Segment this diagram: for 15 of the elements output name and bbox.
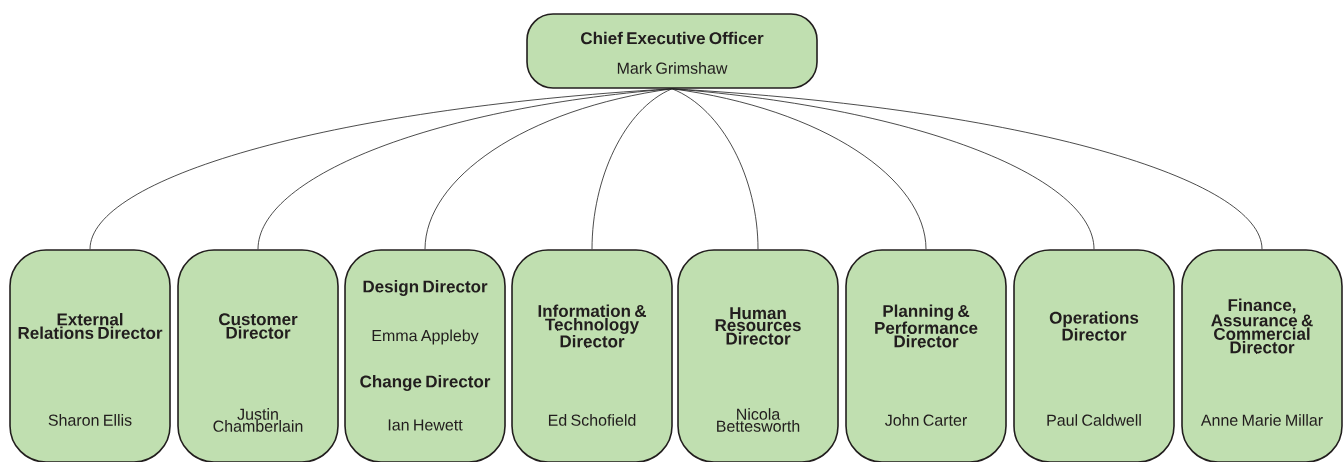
connector-line (424, 88, 673, 250)
director-box: External Relations Director Sharon Ellis (9, 249, 171, 462)
connector-line (591, 88, 673, 250)
director-box: Customer Director Justin Chamberlain (177, 249, 339, 462)
director-box: Design Director Emma Appleby Change Director Ian Hewett (344, 249, 506, 462)
connector-line (671, 88, 927, 250)
connector-line (671, 88, 1263, 250)
executive-box: Chief Executive Officer Mark Grimshaw (526, 13, 818, 89)
director-box: Planning & Performance Director John Carter (845, 249, 1007, 462)
director-box: Information & Technology Director Ed Schofield (511, 249, 673, 462)
connector-line (671, 88, 759, 250)
director-box: Finance, Assurance & Commercial Director Anne Marie Millar (1181, 249, 1343, 462)
director-box: Operations Director Paul Caldwell (1013, 249, 1175, 462)
connector-line (257, 88, 673, 250)
director-box: Human Resources Director Nicola Bettesworth (677, 249, 839, 462)
